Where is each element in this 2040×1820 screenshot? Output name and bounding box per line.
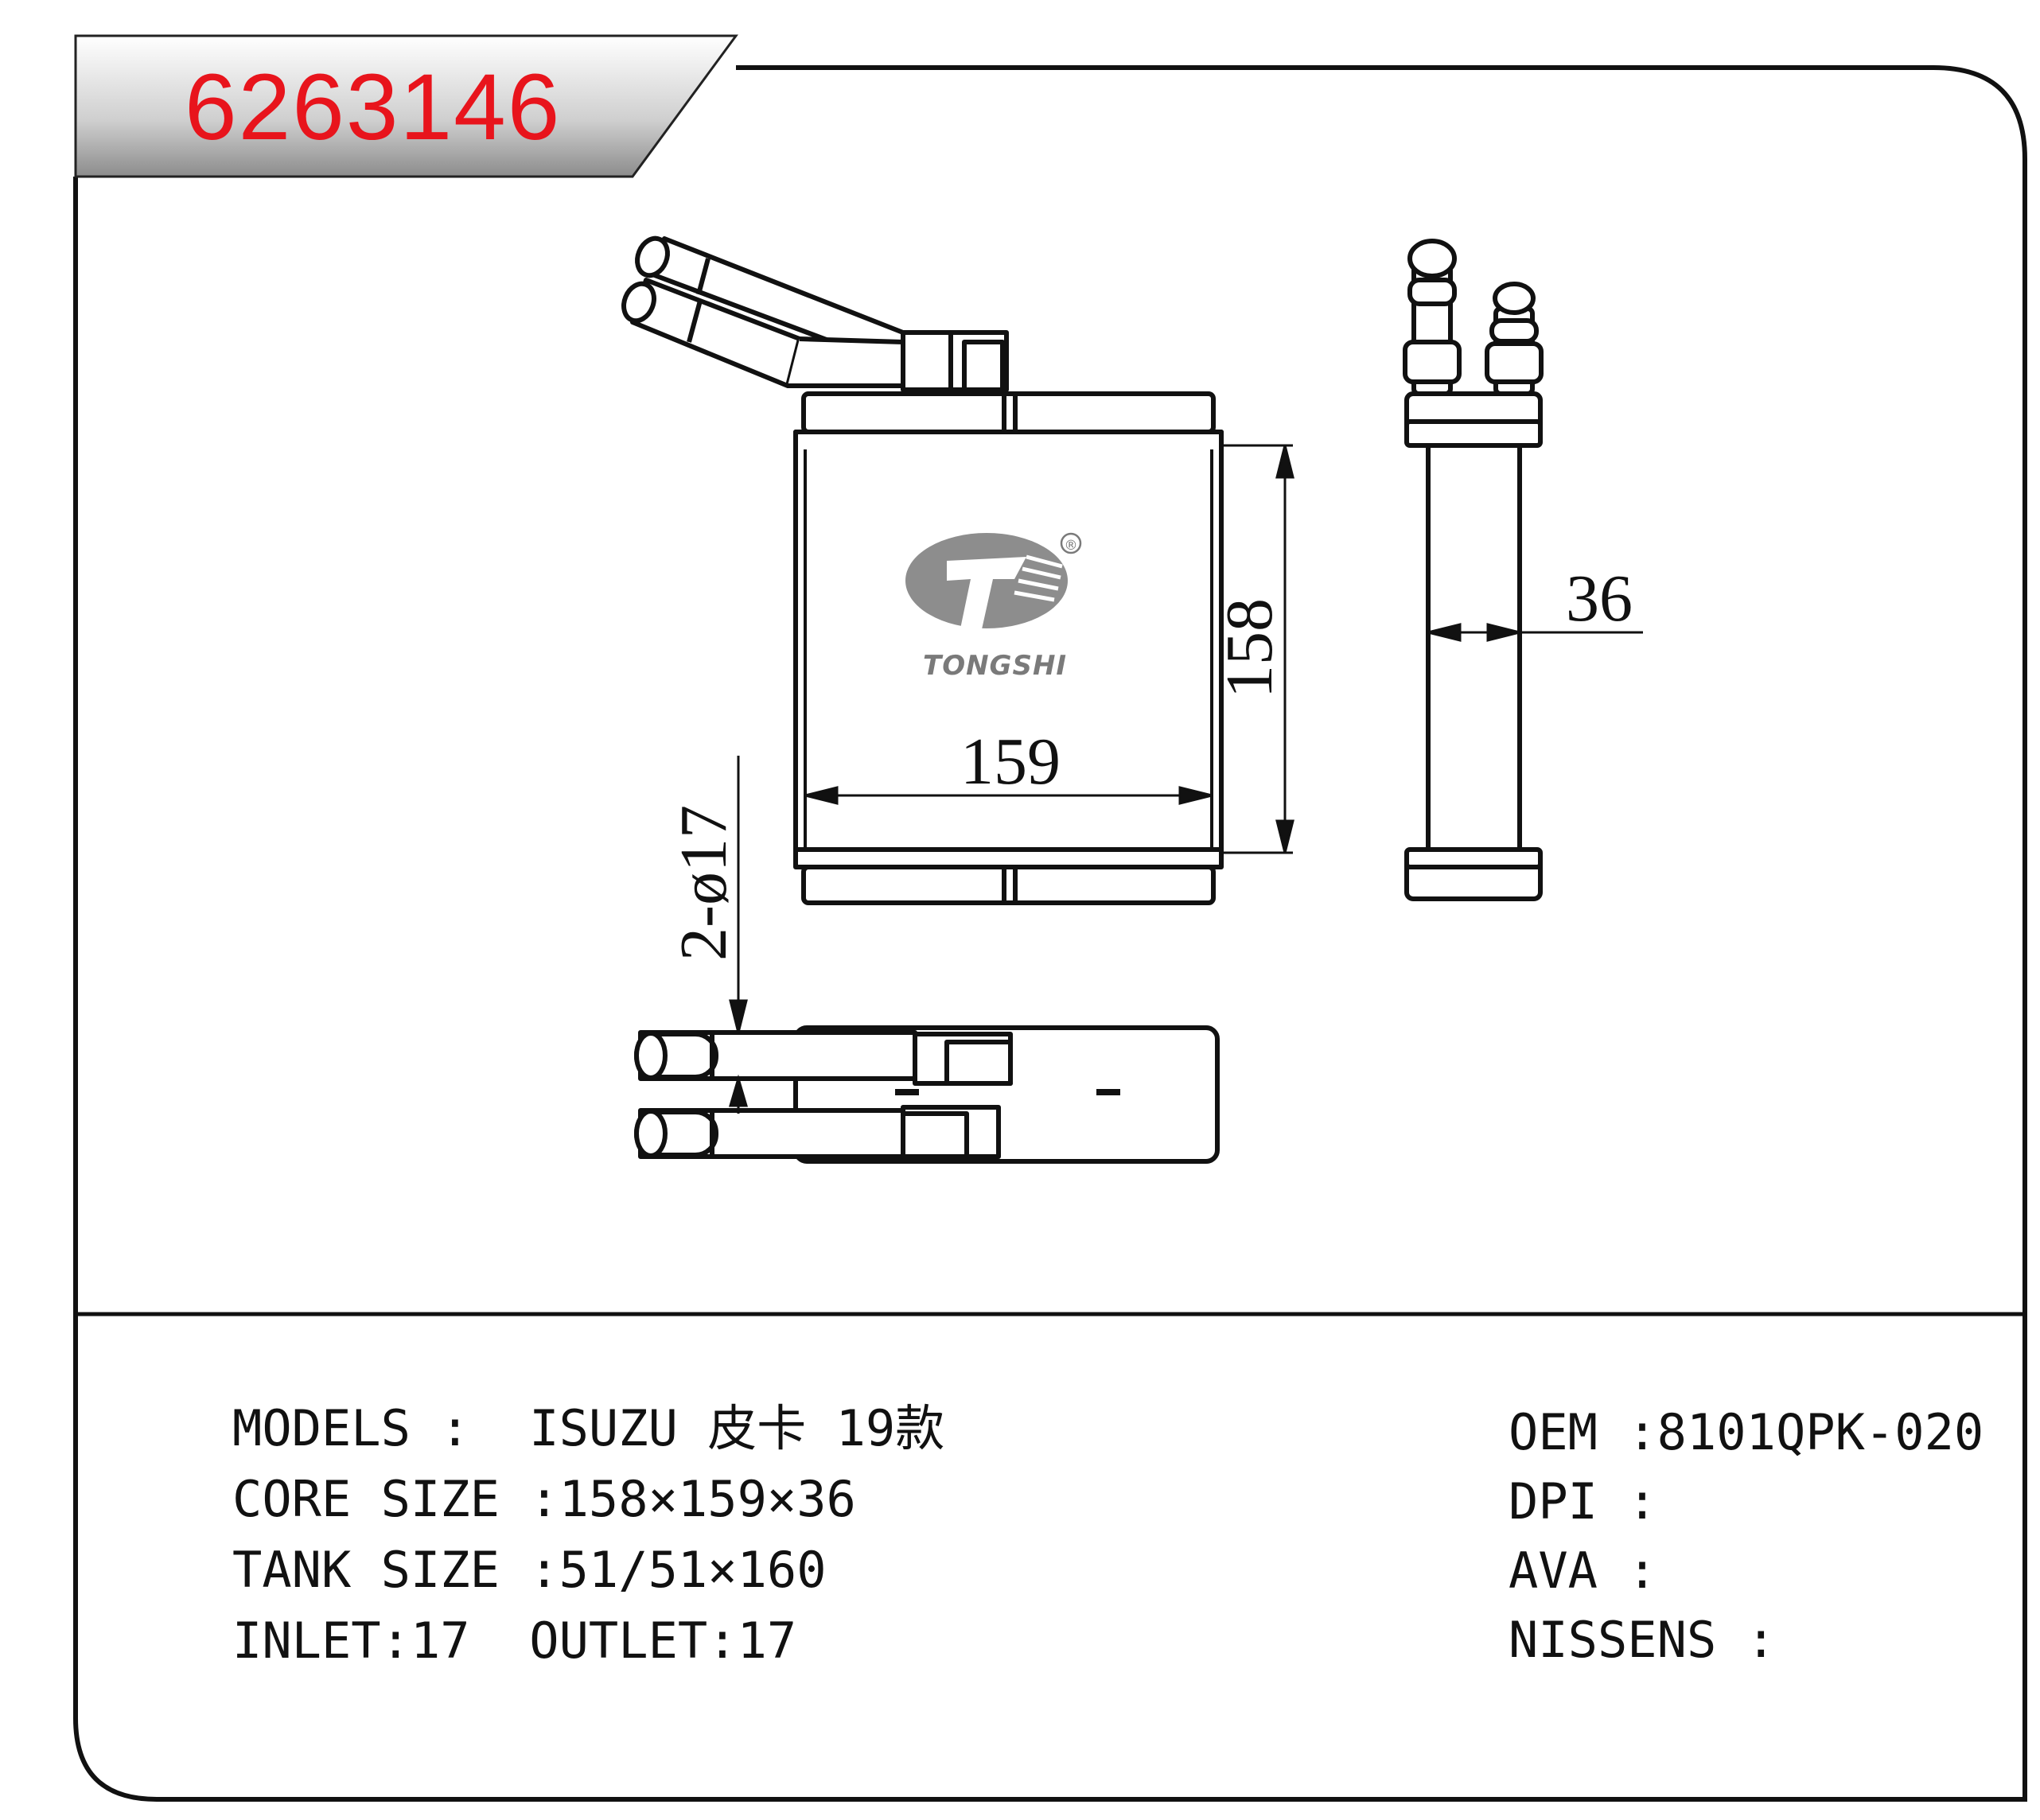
top-view bbox=[634, 1025, 1220, 1164]
spec-ava: AVA : bbox=[1509, 1542, 1657, 1600]
spec-core-size: CORE SIZE :158×159×36 bbox=[232, 1470, 856, 1528]
brand-name: TONGSHI bbox=[923, 650, 1067, 682]
part-number: 6263146 bbox=[185, 55, 561, 160]
sheet-frame bbox=[73, 65, 2027, 1802]
width-label: 159 bbox=[960, 725, 1061, 799]
depth-dimension bbox=[1427, 623, 1643, 642]
spec-nissens: NISSENS : bbox=[1509, 1611, 1776, 1669]
spec-models: MODELS : ISUZU 皮卡 19款 bbox=[232, 1399, 945, 1457]
spec-oem: OEM :8101QPK-020 bbox=[1509, 1403, 1984, 1461]
spec-tank-size: TANK SIZE :51/51×160 bbox=[232, 1541, 827, 1599]
width-dimension bbox=[804, 786, 1213, 805]
height-label: 158 bbox=[1213, 598, 1287, 698]
tongshi-logo: ® TONGSHI bbox=[905, 532, 1082, 682]
spec-dpi: DPI : bbox=[1509, 1472, 1657, 1530]
pipe-label: 2-ø17 bbox=[667, 805, 741, 961]
height-dimension bbox=[1221, 444, 1294, 854]
front-view bbox=[621, 235, 1224, 905]
angled-pipes bbox=[621, 235, 1009, 392]
depth-label: 36 bbox=[1566, 562, 1633, 636]
registered-mark: ® bbox=[1065, 538, 1078, 554]
pipe-dimension bbox=[728, 756, 749, 1114]
logo-letter-icon bbox=[947, 557, 1026, 636]
part-number-tab: 6263146 bbox=[74, 34, 738, 178]
side-view bbox=[1403, 239, 1544, 901]
spec-inlet-outlet: INLET:17 OUTLET:17 bbox=[232, 1612, 797, 1670]
